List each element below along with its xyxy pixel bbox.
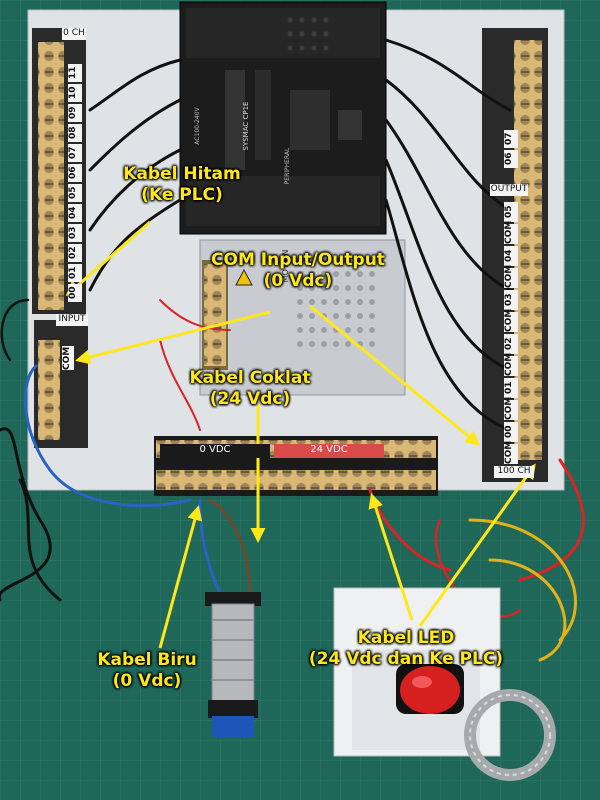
output-com-0: COM — [504, 441, 518, 464]
plc-peripheral-label: PERIPHERAL — [284, 147, 291, 185]
input-terminal-10: 10 — [68, 84, 82, 102]
input-terminal-02: 02 — [68, 244, 82, 262]
input-terminal-05: 05 — [68, 184, 82, 202]
annotation-com-io: COM Input/Output (0 Vdc) — [198, 250, 398, 292]
kabel-coklat-line1: Kabel Coklat — [189, 368, 311, 388]
input-terminal-04: 04 — [68, 204, 82, 222]
kabel-hitam-line1: Kabel Hitam — [123, 164, 241, 184]
output-com-4: COM — [504, 265, 518, 288]
com-io-line2: (0 Vdc) — [263, 271, 333, 291]
output-terminal-03: 03 — [504, 290, 518, 310]
com-io-line1: COM Input/Output — [211, 250, 385, 270]
input-terminal-11: 11 — [68, 64, 82, 82]
output-terminal-00: 00 — [504, 422, 518, 442]
output-com-3: COM — [504, 309, 518, 332]
kabel-coklat-line2: (24 Vdc) — [209, 389, 291, 409]
input-label: INPUT — [56, 314, 88, 326]
power-supply — [199, 239, 406, 396]
kabel-hitam-line2: (Ke PLC) — [141, 185, 223, 205]
kabel-biru-line1: Kabel Biru — [97, 650, 197, 670]
input-terminal-07: 07 — [68, 144, 82, 162]
arrow-com-right — [309, 304, 481, 446]
proximity-sensor — [205, 592, 261, 738]
bus-0vdc-label: 0 VDC — [160, 444, 270, 458]
output-terminal-07: 07 — [504, 130, 518, 148]
plc-unit — [179, 1, 387, 235]
bus-24vdc-label: 24 VDC — [274, 444, 384, 458]
input-terminal-09: 09 — [68, 104, 82, 122]
output-com-1: COM — [504, 397, 518, 420]
arrow-led-plc — [418, 463, 536, 627]
input-terminal-01: 01 — [68, 264, 82, 282]
input-terminal-00: 00 — [68, 284, 82, 302]
output-com-2: COM — [504, 353, 518, 376]
kabel-biru-line2: (0 Vdc) — [112, 671, 182, 691]
annotation-arrows — [65, 220, 536, 649]
arrow-com-left — [75, 310, 271, 365]
left-com-label: COM — [62, 346, 74, 370]
kabel-led-line2: (24 Vdc dan Ke PLC) — [308, 649, 504, 669]
input-terminal-03: 03 — [68, 224, 82, 242]
arrow-led-bus — [368, 493, 414, 621]
annotation-kabel-coklat: Kabel Coklat (24 Vdc) — [180, 368, 320, 410]
right-strip-footer: 100 CH — [494, 466, 534, 478]
plc-power-label: AC100-240V — [194, 107, 201, 145]
lock-washer — [464, 689, 556, 781]
annotation-kabel-led: Kabel LED (24 Vdc dan Ke PLC) — [286, 628, 526, 670]
kabel-led-line1: Kabel LED — [357, 628, 455, 648]
left-strip-header: 0 CH — [62, 28, 86, 40]
output-terminal-01: 01 — [504, 378, 518, 398]
arrow-kabel-biru — [158, 505, 203, 649]
annotation-kabel-biru: Kabel Biru (0 Vdc) — [92, 650, 202, 692]
output-terminal-02: 02 — [504, 334, 518, 354]
arrow-kabel-hitam — [65, 220, 151, 296]
output-terminal-06: 06 — [504, 150, 518, 168]
output-label: OUTPUT — [490, 184, 528, 196]
output-com-5: COM — [504, 221, 518, 244]
annotation-kabel-hitam: Kabel Hitam (Ke PLC) — [112, 164, 252, 206]
output-terminal-05: 05 — [504, 202, 518, 222]
input-terminal-08: 08 — [68, 124, 82, 142]
input-terminal-06: 06 — [68, 164, 82, 182]
output-terminal-04: 04 — [504, 246, 518, 266]
plc-brand: SYSMAC CP1E — [242, 101, 250, 151]
wiring — [0, 38, 585, 662]
